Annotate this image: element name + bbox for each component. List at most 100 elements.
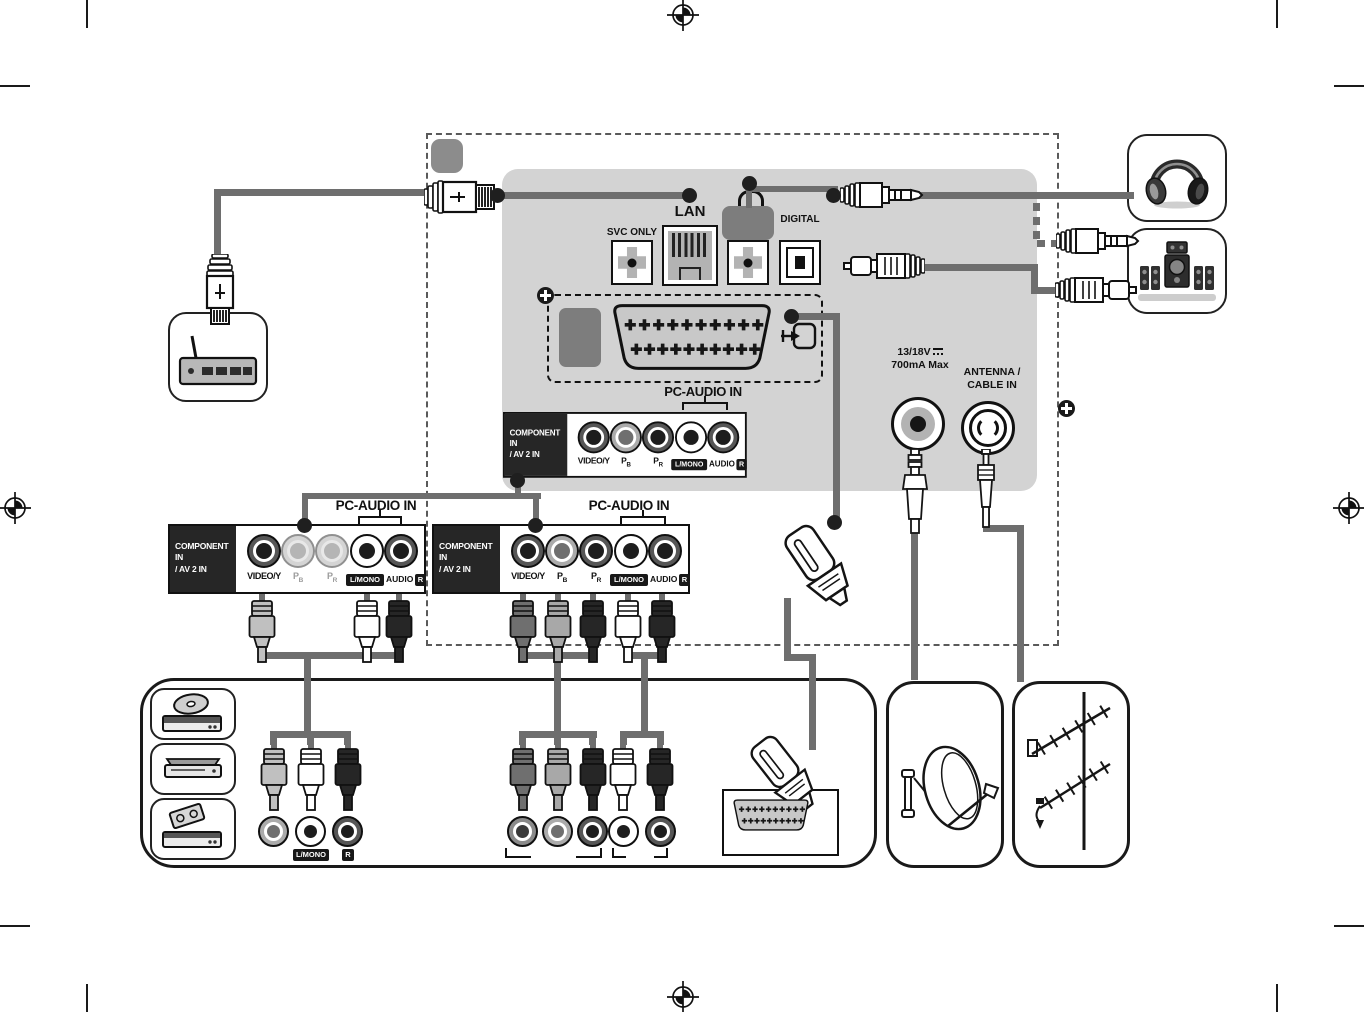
disc-player-icon — [157, 690, 229, 740]
rca-jack — [645, 816, 676, 847]
av-in-icon — [781, 320, 817, 352]
pc-audio-bracket — [358, 516, 402, 524]
video-y-jack — [577, 421, 610, 454]
pb-label: PB — [550, 571, 574, 584]
r-boxed-label: R — [342, 849, 354, 861]
pb-label: PB — [615, 456, 638, 468]
component-title-line1: COMPONENT IN — [509, 427, 561, 449]
pc-audio-bracket — [682, 402, 728, 410]
audio-label: AUDIO — [386, 574, 414, 584]
headphone-line — [746, 183, 752, 208]
audio-cable — [620, 731, 627, 745]
registration-mark-icon — [0, 491, 32, 525]
l-mono-jack — [614, 534, 648, 568]
l-mono-boxed-label: L/MONO — [671, 459, 708, 470]
pr-label-main: P — [591, 571, 597, 581]
av-cable — [307, 731, 314, 745]
headphone-line — [746, 186, 838, 192]
ethernet-cable — [214, 189, 221, 259]
link-line — [302, 493, 308, 526]
crop-mark — [0, 85, 30, 87]
antenna-box — [1012, 681, 1130, 868]
group-mark — [654, 848, 668, 858]
connection-dot — [826, 188, 841, 203]
group-mark — [576, 848, 602, 858]
antenna-cable — [983, 525, 1024, 532]
group-mark — [612, 848, 626, 858]
component-title-line1: COMPONENT IN — [439, 541, 493, 563]
scart-region-outline — [547, 294, 823, 383]
audio-r-jack — [707, 421, 740, 454]
svc-port-label: SVC ONLY — [606, 227, 658, 238]
pr-jack — [315, 534, 349, 568]
l-mono-boxed-label: L/MONO — [346, 574, 384, 586]
registration-mark-icon — [666, 0, 700, 32]
rca-plug-icon — [608, 742, 638, 812]
pb-jack — [609, 421, 642, 454]
pr-jack — [579, 534, 613, 568]
av-cable — [259, 652, 403, 659]
pb-label-sub: B — [562, 576, 568, 584]
av-cable — [304, 652, 311, 738]
audio-jack-plug-icon — [1056, 226, 1140, 256]
rca-plug-icon — [613, 594, 643, 664]
link-line — [302, 493, 541, 499]
router-icon — [178, 332, 258, 390]
scart-socket-icon — [606, 302, 778, 372]
pb-label-sub: B — [626, 461, 631, 469]
scart-socket-icon — [730, 798, 812, 832]
rca-plug-icon — [578, 594, 608, 664]
pb-label-sub: B — [298, 576, 304, 584]
component-cable — [589, 731, 596, 745]
satellite-jack-core — [910, 416, 926, 432]
optical-cable — [920, 264, 1038, 271]
antenna-cable — [1017, 525, 1024, 682]
headphones-icon — [1141, 145, 1213, 211]
optical-port-inner — [786, 247, 814, 278]
av-cable — [344, 731, 351, 745]
satellite-dish-icon — [890, 726, 1000, 858]
audio-cable — [641, 652, 648, 738]
crop-mark — [1276, 984, 1278, 1012]
scart-cable — [784, 654, 816, 661]
headphone-cable — [918, 192, 1134, 199]
pr-label-sub: R — [332, 576, 338, 584]
l-mono-boxed-label: L/MONO — [293, 849, 329, 861]
f-connector-icon — [900, 449, 930, 535]
crop-mark — [0, 925, 30, 927]
connection-dot — [528, 518, 543, 533]
lan-connection-line — [498, 192, 690, 199]
optical-cable — [1031, 264, 1038, 294]
component-strip-title: COMPONENT IN / AV 2 IN — [434, 526, 500, 592]
pc-audio-in-label: PC-AUDIO IN — [335, 498, 417, 513]
rca-plug-icon — [333, 742, 363, 812]
crop-mark — [86, 984, 88, 1012]
rca-jack — [332, 816, 363, 847]
rca-jack — [608, 816, 639, 847]
video-y-label: VIDEO/Y — [247, 571, 281, 581]
rca-jack — [507, 816, 538, 847]
component-av2-panel-a: COMPONENT IN / AV 2 IN VIDEO/Y PB PR L/M… — [168, 524, 426, 594]
tv-antenna-icon — [1026, 688, 1114, 856]
connection-dot — [742, 176, 757, 191]
audio-label: AUDIO — [709, 459, 735, 469]
digital-port-label: DIGITAL — [780, 214, 820, 225]
component-cable — [519, 731, 526, 745]
satellite-current-text: 700mA Max — [891, 359, 949, 372]
optional-link-dashes — [1037, 240, 1059, 247]
rca-plug-icon — [543, 594, 573, 664]
lan-port-label: LAN — [674, 203, 706, 220]
audio-r-jack — [648, 534, 682, 568]
rca-plug-icon — [647, 594, 677, 664]
connection-dot — [682, 188, 697, 203]
connection-dot — [510, 473, 525, 488]
vcr-icon — [157, 802, 229, 856]
connection-dot — [827, 515, 842, 530]
antenna-label-line1: ANTENNA / — [963, 366, 1021, 378]
pb-jack — [281, 534, 315, 568]
rca-plug-icon — [578, 742, 608, 812]
scart-line — [833, 313, 840, 523]
av-cable — [270, 731, 277, 745]
rca-jack — [295, 816, 326, 847]
connection-dot — [297, 518, 312, 533]
